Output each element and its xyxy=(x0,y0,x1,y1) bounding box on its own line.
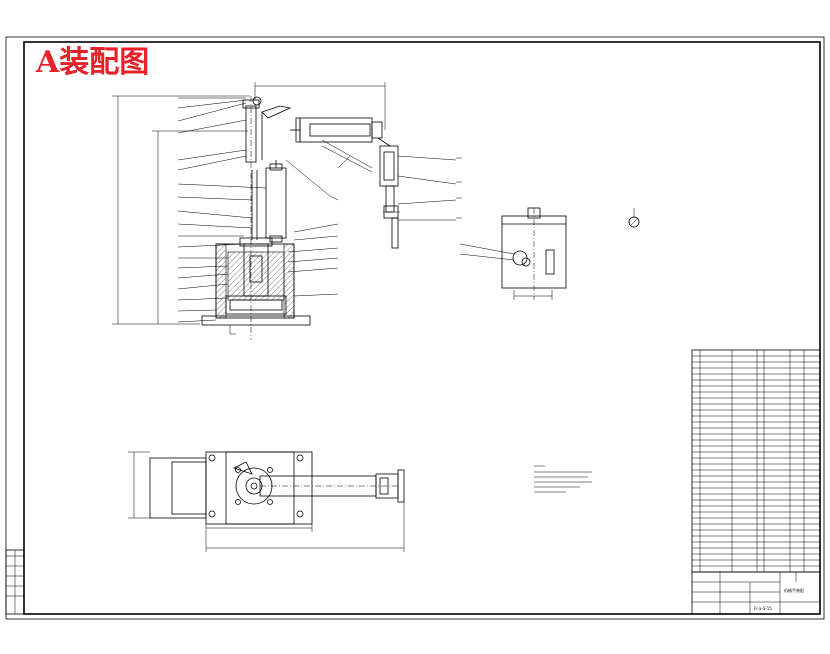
revision-strip xyxy=(5,549,25,615)
section-view xyxy=(459,207,640,300)
technical-notes xyxy=(534,465,592,493)
parts-list-rows xyxy=(692,355,820,567)
outer-frame xyxy=(5,36,825,620)
title-block-part-number: Fr-a-S-15 xyxy=(754,606,772,611)
parts-list xyxy=(691,349,821,573)
title-block-name: 机械手装配 xyxy=(784,587,804,593)
front-view xyxy=(112,82,462,340)
top-view xyxy=(128,451,405,552)
drawing-title: A装配图 xyxy=(35,45,149,80)
title-block: 机械手装配 Fr-a-S-15 xyxy=(691,571,821,615)
inner-frame xyxy=(23,41,821,615)
